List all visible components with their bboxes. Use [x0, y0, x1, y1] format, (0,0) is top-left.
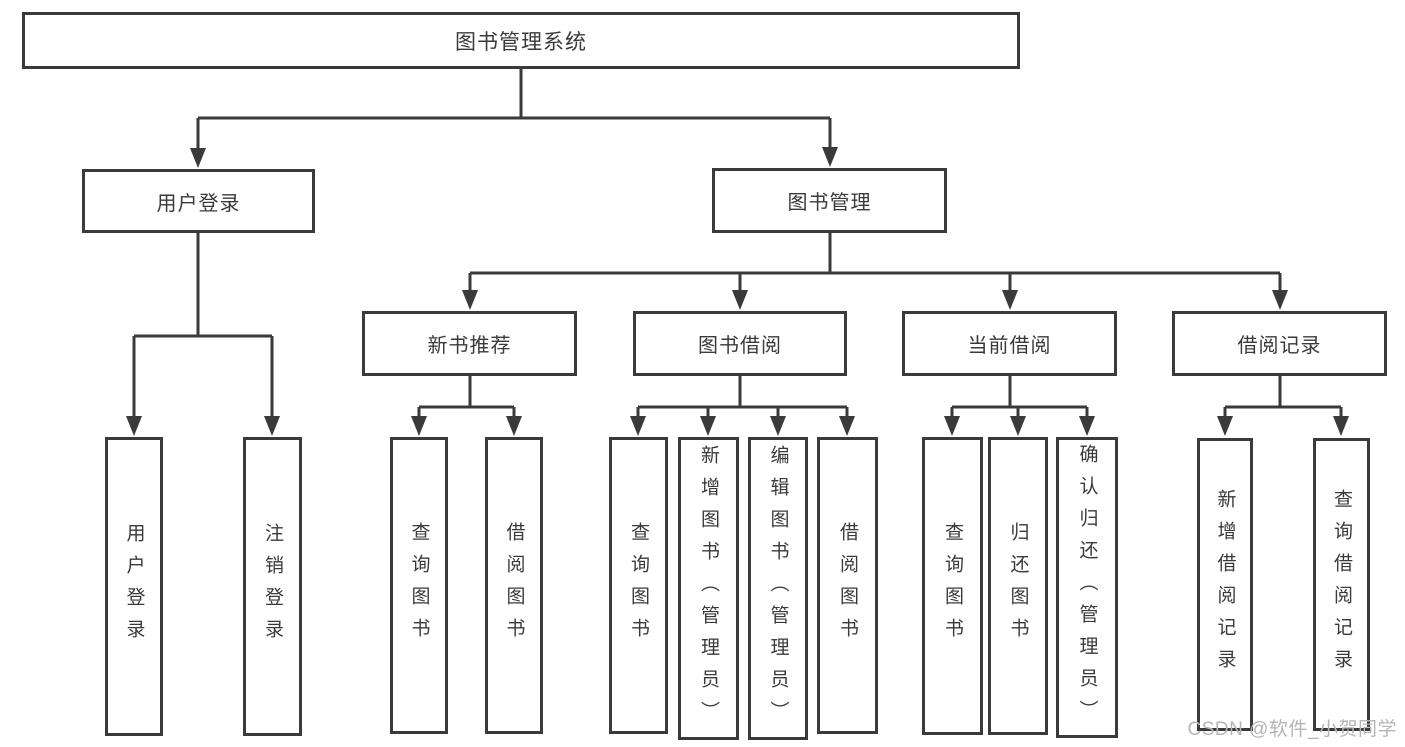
node-borrowing-records: 借阅记录: [1172, 311, 1387, 376]
node-book-management: 图书管理: [712, 168, 947, 233]
leaf-query-books-borrow-label: 查询图书: [628, 521, 649, 650]
connector-arrowheads: [126, 147, 1349, 436]
leaf-borrow-books-borrow: 借阅图书: [817, 437, 878, 734]
leaf-query-books-current-label: 查询图书: [942, 522, 963, 650]
leaf-query-books-current: 查询图书: [922, 437, 983, 735]
watermark: CSDN @软件_小贺同学: [1187, 719, 1397, 740]
leaf-add-borrow-record: 新增借阅记录: [1197, 438, 1253, 731]
leaf-borrow-books-recommend: 借阅图书: [485, 437, 543, 734]
leaf-query-borrow-record-label: 查询借阅记录: [1331, 488, 1352, 681]
leaf-user-login: 用户登录: [105, 437, 163, 736]
connector-shafts: [132, 68, 1343, 418]
leaf-add-borrow-record-label: 新增借阅记录: [1214, 488, 1236, 681]
leaf-confirm-return-admin-label: 确认归还（管理员）: [1076, 443, 1098, 732]
leaf-return-books: 归还图书: [988, 437, 1048, 735]
leaf-borrow-books-borrow-label: 借阅图书: [837, 521, 858, 650]
leaf-query-books-borrow: 查询图书: [609, 437, 668, 734]
node-current-borrowing: 当前借阅: [902, 311, 1117, 376]
leaf-add-book-admin: 新增图书（管理员）: [678, 437, 739, 740]
leaf-return-books-label: 归还图书: [1007, 522, 1029, 650]
leaf-query-borrow-record: 查询借阅记录: [1313, 438, 1370, 731]
leaf-logout: 注销登录: [243, 437, 302, 736]
leaf-edit-book-admin-label: 编辑图书（管理员）: [767, 444, 789, 733]
leaf-user-login-label: 用户登录: [123, 522, 145, 651]
node-book-borrowing: 图书借阅: [633, 311, 847, 376]
leaf-confirm-return-admin: 确认归还（管理员）: [1056, 437, 1118, 738]
leaf-query-books-recommend-label: 查询图书: [408, 521, 430, 650]
node-user-login: 用户登录: [82, 169, 315, 233]
node-root: 图书管理系统: [22, 12, 1020, 69]
node-new-book-recommendation: 新书推荐: [362, 311, 577, 376]
leaf-edit-book-admin: 编辑图书（管理员）: [748, 437, 808, 740]
leaf-add-book-admin-label: 新增图书（管理员）: [698, 444, 719, 733]
leaf-borrow-books-recommend-label: 借阅图书: [503, 521, 525, 650]
leaf-query-books-recommend: 查询图书: [390, 437, 448, 734]
leaf-logout-label: 注销登录: [262, 522, 283, 651]
